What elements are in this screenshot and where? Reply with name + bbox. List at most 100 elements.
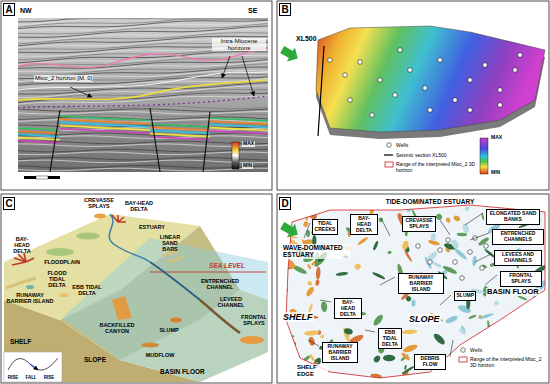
facies-body	[307, 264, 312, 270]
facies-body	[517, 322, 526, 330]
horizon-line	[18, 128, 60, 130]
map-label: SLUMP	[156, 327, 182, 333]
panel-letter-box: D	[279, 197, 291, 210]
sea-level-inset	[4, 352, 62, 382]
map-label: LEVEED CHANNEL	[214, 296, 248, 308]
map-label: MAX	[491, 135, 511, 141]
well-marker	[370, 113, 375, 118]
feature-label: BAY-HEAD DELTA	[337, 300, 360, 317]
seismic-reflector	[18, 163, 268, 166]
facies-body	[402, 329, 418, 334]
feature-label-box: SLUMP	[454, 291, 476, 301]
seismic-reflector	[18, 168, 268, 171]
map-label: Intra-Miocene horizons	[212, 38, 266, 51]
river-channel	[109, 214, 150, 262]
feature-label: RUNAWAY BARRIER ISLAND	[325, 344, 356, 361]
horizon-line	[18, 131, 60, 133]
leader-line	[304, 223, 310, 238]
well-marker	[480, 266, 485, 271]
map-label: WAVE-DOMINATED ESTUARY	[282, 244, 350, 259]
facies-body	[309, 354, 316, 362]
horizon-line	[18, 96, 268, 108]
facies-body	[372, 313, 385, 327]
pointer-arrow	[222, 56, 230, 78]
slump-body	[170, 318, 182, 323]
panel-letter: C	[4, 198, 14, 209]
pointer-arrow	[70, 87, 92, 97]
facies-body	[534, 341, 540, 349]
feature-label: BAY-HEAD DELTA	[353, 216, 376, 233]
leader-line	[450, 340, 453, 357]
map-label: RISE	[42, 375, 56, 380]
horizon-range-outline	[286, 205, 545, 378]
facies-body	[453, 215, 461, 223]
well-marker	[348, 98, 353, 103]
flood-tidal-delta	[26, 285, 34, 289]
seismic-reflector	[18, 60, 268, 69]
leader-line	[320, 300, 331, 302]
crevasse-splay	[94, 214, 106, 219]
facies-body	[383, 355, 395, 361]
seismic-reflector	[18, 22, 268, 31]
facies-body	[303, 221, 310, 228]
facies-body	[432, 332, 446, 346]
feature-label-box: BAY-HEAD DELTA	[334, 298, 362, 319]
facies-body	[401, 240, 409, 251]
seismic-reflector	[18, 114, 268, 117]
facies-body	[316, 267, 321, 280]
seismic-reflector	[18, 149, 268, 152]
facies-body	[307, 201, 319, 215]
scale-bar	[24, 176, 36, 179]
facies-body	[357, 236, 369, 246]
legend-text: Wells	[396, 142, 474, 148]
horizon-line	[210, 121, 268, 124]
feature-label-box: TIDAL CREEKS	[312, 219, 338, 235]
facies-body	[314, 205, 328, 210]
feature-label-box: LEVEES AND CHANNELS	[494, 250, 542, 266]
facies-body	[404, 365, 407, 370]
feature-label-box: ELONGATED SAND BANKS	[486, 209, 540, 225]
well-marker	[460, 276, 465, 281]
panel-letter: A	[4, 4, 14, 15]
map-label: ESTUARY	[135, 224, 169, 230]
horizon-line	[210, 124, 268, 127]
facies-body	[482, 336, 492, 346]
feature-label: DEBRIS FLOW	[417, 356, 444, 368]
facies-body	[458, 361, 466, 373]
fault-line	[50, 110, 60, 172]
facies-body	[464, 205, 471, 212]
well-marker	[438, 248, 443, 253]
panel-letter-box: A	[3, 3, 15, 16]
legend-line-symbol	[384, 154, 393, 155]
seismic-reflector	[18, 144, 268, 147]
map-label: SLOPE	[84, 356, 112, 363]
facies-body	[320, 334, 325, 339]
well-marker	[518, 53, 523, 58]
well-marker	[423, 86, 428, 91]
seismic-reflector	[18, 96, 268, 105]
panel-frame	[277, 194, 549, 383]
feature-label: ELONGATED SAND BANKS	[489, 211, 538, 223]
horizon-line	[150, 137, 210, 140]
leader-line	[485, 275, 497, 285]
seismic-reflector	[18, 93, 268, 103]
sea-plane	[62, 238, 268, 382]
feature-label: EBB TIDAL DELTA	[381, 330, 400, 347]
facies-body	[283, 374, 290, 378]
well-marker	[408, 68, 413, 73]
map-label: SHELF	[282, 312, 314, 322]
leader-line	[440, 220, 450, 235]
facies-body	[335, 271, 348, 276]
facies-body	[453, 247, 468, 260]
map-label: FLOODPLAIN	[42, 259, 82, 265]
feature-label: FRONTAL SPLAYS	[503, 273, 540, 285]
seismic-reflector	[18, 112, 268, 115]
map-label: SEA LEVEL	[205, 262, 249, 269]
leader-line	[470, 233, 489, 240]
facies-body	[302, 355, 311, 363]
facies-body	[320, 301, 327, 312]
well-marker	[446, 238, 451, 243]
well-marker	[513, 68, 518, 73]
feature-label-box: DEBRIS FLOW	[414, 354, 446, 370]
